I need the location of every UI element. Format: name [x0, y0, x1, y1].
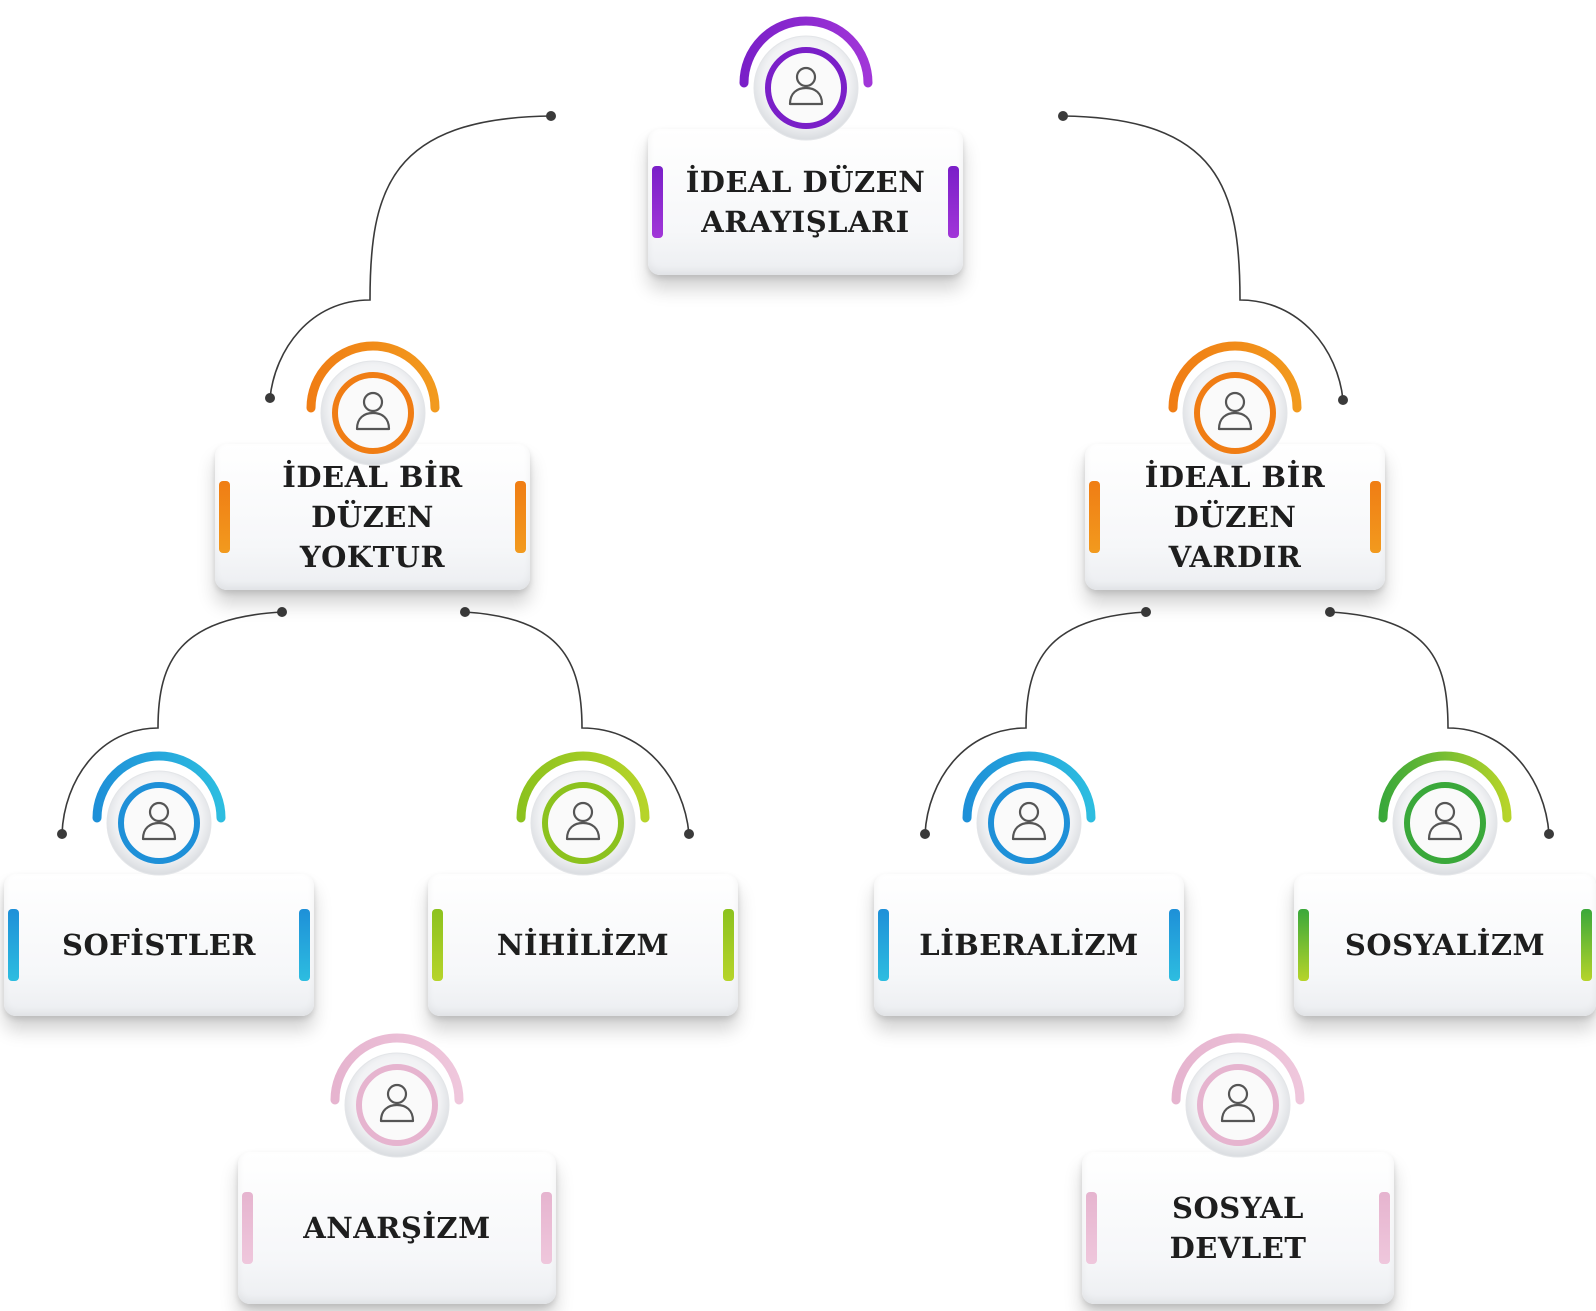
accent-bar-right — [299, 909, 310, 981]
node-sofistler: SOFİSTLER — [4, 740, 314, 1016]
accent-bar-left — [1089, 481, 1100, 553]
node-card: NİHİLİZM — [428, 874, 738, 1016]
accent-bar-right — [515, 481, 526, 553]
user-icon — [141, 801, 177, 841]
node-yok: İDEAL BİR DÜZEN YOKTUR — [215, 330, 530, 590]
user-icon — [1220, 1083, 1256, 1123]
connector-dot — [1325, 607, 1335, 617]
badge-arc — [516, 751, 650, 823]
accent-bar-left — [1298, 909, 1309, 981]
connector-dot — [460, 607, 470, 617]
accent-bar-right — [541, 1192, 552, 1264]
accent-bar-left — [219, 481, 230, 553]
accent-bar-right — [1581, 909, 1592, 981]
node-card: LİBERALİZM — [874, 874, 1184, 1016]
user-icon — [1011, 801, 1047, 841]
node-label: SOSYAL DEVLET — [1169, 1191, 1307, 1265]
user-icon — [379, 1083, 415, 1123]
accent-bar-left — [242, 1192, 253, 1264]
user-icon — [1217, 391, 1253, 431]
node-card: SOSYAL DEVLET — [1082, 1152, 1394, 1304]
node-card: İDEAL DÜZEN ARAYIŞLARI — [648, 129, 963, 275]
user-icon — [788, 66, 823, 106]
user-badge — [298, 330, 448, 480]
node-label: İDEAL DÜZEN ARAYIŞLARI — [685, 165, 926, 239]
connector-dot — [277, 607, 287, 617]
user-icon — [1427, 801, 1463, 841]
node-root: İDEAL DÜZEN ARAYIŞLARI — [648, 5, 963, 275]
user-badge — [1160, 330, 1310, 480]
node-anarsizm: ANARŞİZM — [238, 1022, 556, 1304]
badge-arc — [92, 751, 226, 823]
accent-bar-right — [1169, 909, 1180, 981]
accent-bar-right — [1379, 1192, 1390, 1264]
node-card: İDEAL BİR DÜZEN YOKTUR — [215, 444, 530, 590]
connector-dot — [1058, 111, 1068, 121]
accent-bar-left — [432, 909, 443, 981]
node-liberalizm: LİBERALİZM — [874, 740, 1184, 1016]
node-card: İDEAL BİR DÜZEN VARDIR — [1085, 444, 1385, 590]
node-label: LİBERALİZM — [919, 928, 1139, 962]
accent-bar-left — [652, 166, 663, 238]
accent-bar-left — [8, 909, 19, 981]
badge-arc — [1378, 751, 1512, 823]
user-badge — [1163, 1022, 1313, 1172]
user-icon — [355, 391, 390, 431]
user-badge — [508, 740, 658, 890]
user-badge — [954, 740, 1104, 890]
accent-bar-right — [1370, 481, 1381, 553]
badge-arc — [330, 1033, 464, 1105]
node-nihilizm: NİHİLİZM — [428, 740, 738, 1016]
accent-bar-right — [948, 166, 959, 238]
user-icon — [565, 801, 601, 841]
accent-bar-left — [1086, 1192, 1097, 1264]
node-card: SOFİSTLER — [4, 874, 314, 1016]
badge-arc — [962, 751, 1096, 823]
user-badge — [1370, 740, 1520, 890]
node-sosyal-devlet: SOSYAL DEVLET — [1082, 1022, 1394, 1304]
connector-dot — [546, 111, 556, 121]
node-label: SOSYALİZM — [1344, 928, 1546, 962]
node-label: İDEAL BİR DÜZEN VARDIR — [1144, 460, 1326, 574]
user-badge — [84, 740, 234, 890]
badge-arc — [739, 16, 872, 88]
badge-arc — [1171, 1033, 1305, 1105]
node-label: ANARŞİZM — [303, 1211, 491, 1245]
node-label: NİHİLİZM — [496, 928, 670, 962]
user-badge — [731, 5, 881, 155]
node-sosyalizm: SOSYALİZM — [1294, 740, 1596, 1016]
connector-dot — [1141, 607, 1151, 617]
badge-arc — [1168, 341, 1302, 413]
node-var: İDEAL BİR DÜZEN VARDIR — [1085, 330, 1385, 590]
node-card: SOSYALİZM — [1294, 874, 1596, 1016]
badge-arc — [306, 341, 439, 413]
accent-bar-right — [723, 909, 734, 981]
node-label: SOFİSTLER — [62, 928, 256, 962]
user-badge — [322, 1022, 472, 1172]
node-card: ANARŞİZM — [238, 1152, 556, 1304]
node-label: İDEAL BİR DÜZEN YOKTUR — [282, 460, 463, 574]
accent-bar-left — [878, 909, 889, 981]
